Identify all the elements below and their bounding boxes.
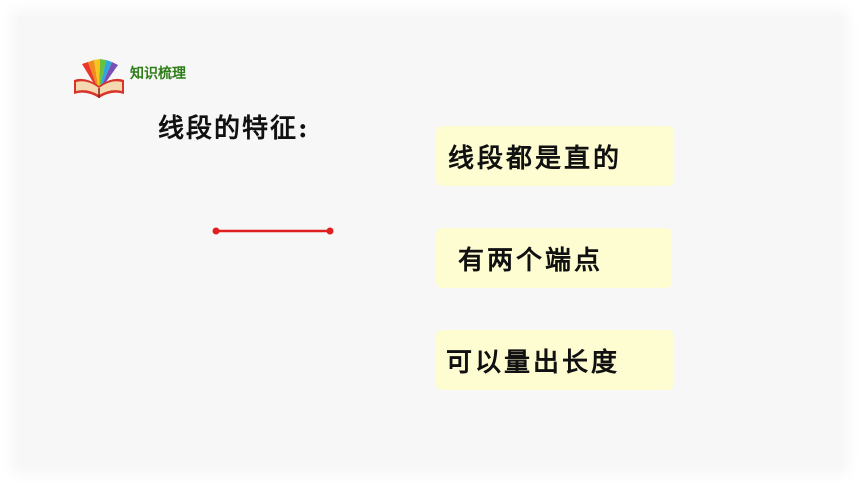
segment-endpoint-left xyxy=(212,227,220,235)
feature-box-endpoints: 有两个端点 xyxy=(436,228,672,288)
segment-endpoint-right xyxy=(326,227,334,235)
page-title: 线段的特征: xyxy=(158,114,310,144)
line-segment-diagram xyxy=(212,227,334,235)
feature-box-length: 可以量出长度 xyxy=(436,330,674,390)
feature-text: 有两个端点 xyxy=(458,245,604,276)
slide-canvas xyxy=(18,16,842,468)
section-label: 知识梳理 xyxy=(130,66,186,82)
feature-text: 可以量出长度 xyxy=(446,347,621,378)
section-header: 知识梳理 xyxy=(72,58,186,102)
feature-text: 线段都是直的 xyxy=(448,143,623,174)
open-book-icon xyxy=(74,59,124,98)
feature-box-straight: 线段都是直的 xyxy=(436,126,674,186)
